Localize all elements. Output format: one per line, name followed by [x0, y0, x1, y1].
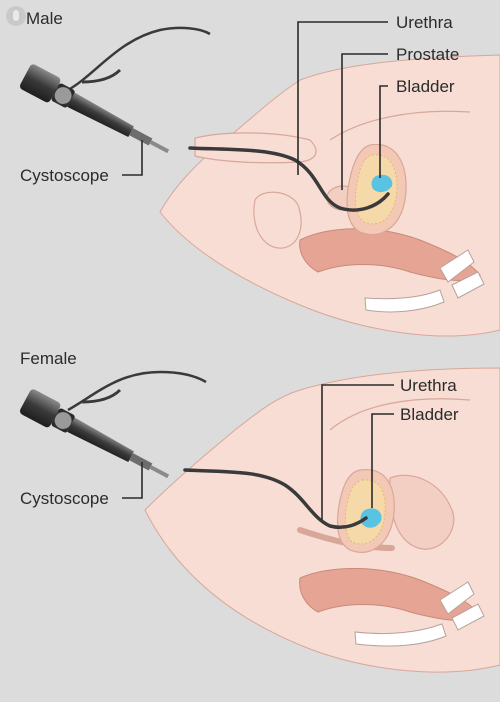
female-cystoscope — [19, 370, 368, 530]
female-bladder-label: Bladder — [400, 405, 459, 424]
female-urethra-label: Urethra — [400, 376, 457, 395]
male-scope-shaft — [188, 146, 390, 212]
male-scope-cable — [67, 26, 211, 92]
male-bladder-label: Bladder — [396, 77, 455, 96]
female-cystoscope-label: Cystoscope — [20, 489, 109, 508]
male-title: Male — [26, 9, 63, 28]
female-scope-hook — [81, 388, 122, 404]
male-bladder-liquid — [371, 174, 393, 193]
female-bladder-liquid — [360, 508, 382, 528]
female-title: Female — [20, 349, 77, 368]
female-anatomy — [19, 367, 500, 673]
male-urethra-label: Urethra — [396, 13, 453, 32]
female-leader-lines — [122, 384, 394, 520]
male-cystoscope — [19, 26, 390, 212]
female-scope-shaft — [183, 468, 368, 530]
male-scope-hook — [81, 68, 122, 84]
male-scrotum — [253, 191, 302, 249]
male-prostate-label: Prostate — [396, 45, 460, 64]
logo-icon — [6, 6, 26, 26]
male-anatomy — [19, 21, 500, 337]
female-abdomen-contour — [329, 398, 471, 431]
male-cystoscope-label: Cystoscope — [20, 166, 109, 185]
female-pelvic-bones — [354, 581, 485, 647]
female-scope-cable — [67, 370, 207, 412]
male-leader-lines — [122, 21, 388, 190]
female-uterus — [389, 474, 455, 550]
male-pelvic-bones — [364, 249, 485, 313]
